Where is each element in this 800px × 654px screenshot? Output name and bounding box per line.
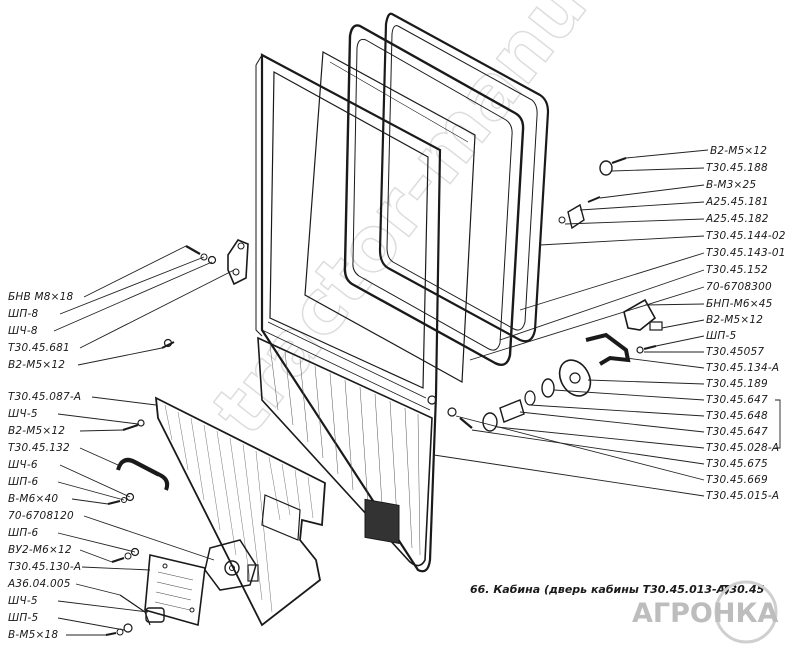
label: Т30.45.144-02 xyxy=(706,230,786,242)
label: ШЧ-6 xyxy=(8,459,38,471)
label: ШП-6 xyxy=(8,476,39,488)
label: В-М3×25 xyxy=(706,179,756,191)
lock-cover-plate xyxy=(144,554,206,627)
label: Т30.45.130-А xyxy=(8,561,81,573)
lower-left-small-parts xyxy=(105,594,165,636)
label: Т30.45.647 xyxy=(706,426,768,438)
label: Т30.45.189 xyxy=(706,378,768,390)
inner-trim-panel xyxy=(154,396,326,627)
hinge-bracket xyxy=(161,239,249,349)
label: Т30.45.675 xyxy=(706,458,768,470)
labels-left-lower: Т30.45.087-А ШЧ-5 В2-М5×12 Т30.45.132 ШЧ… xyxy=(7,391,81,641)
label: БНП-М6×45 xyxy=(706,298,773,310)
label: Т30.45.087-А xyxy=(8,391,81,403)
label: ШП-5 xyxy=(8,612,39,624)
label: ШП-5 xyxy=(706,330,737,342)
label: Т30.45.015-А xyxy=(706,490,779,502)
label: ШЧ-5 xyxy=(8,408,38,420)
label: В2-М5×12 xyxy=(710,145,767,157)
labels-left-upper: БНВ М8×18 ШП-8 ШЧ-8 Т30.45.681 В2-М5×12 xyxy=(8,291,73,371)
label: 70-6708300 xyxy=(706,281,772,293)
label: Т30.45.132 xyxy=(8,442,70,454)
left-lower-screws xyxy=(107,419,145,563)
right-side-parts xyxy=(427,157,663,432)
figure-caption: 66. Кабина (дверь кабины Т30.45.013-А) xyxy=(470,583,730,596)
label: Т30.45.134-А xyxy=(706,362,779,374)
label: В2-М5×12 xyxy=(8,425,65,437)
label: Т30.45.188 xyxy=(706,162,768,174)
labels-right: В2-М5×12 Т30.45.188 В-М3×25 А25.45.181 А… xyxy=(705,145,786,502)
label: В-М5×18 xyxy=(8,629,58,641)
label: А25.45.182 xyxy=(705,213,769,225)
label: ВУ2-М6×12 xyxy=(8,544,72,556)
label: Т30.45.028-А xyxy=(706,442,779,454)
label: ШЧ-8 xyxy=(8,325,38,337)
label: В2-М5×12 xyxy=(8,359,65,371)
label: Т30.45.648 xyxy=(706,410,768,422)
label: Т30.45057 xyxy=(706,346,764,358)
door-frame xyxy=(255,53,442,573)
leader-lines xyxy=(53,149,781,636)
label: Т30.45.647 xyxy=(706,394,768,406)
label: В-М6×40 xyxy=(8,493,58,505)
logo-text: АГРОНКА xyxy=(632,598,779,629)
label: Т30.45.152 xyxy=(706,264,768,276)
glass-pane xyxy=(304,51,476,383)
label: 70-6708120 xyxy=(8,510,74,522)
agronka-logo: АГРОНКА xyxy=(632,580,779,644)
door-lower-panel xyxy=(257,336,433,567)
label: В2-М5×12 xyxy=(706,314,763,326)
inner-handle xyxy=(116,457,170,491)
window-seal-outer xyxy=(378,12,550,343)
label: ШП-6 xyxy=(8,527,39,539)
label: А25.45.181 xyxy=(705,196,769,208)
label: Т30.45.143-01 xyxy=(706,247,786,259)
label: БНВ М8×18 xyxy=(8,291,73,303)
label: Т30.45.669 xyxy=(706,474,768,486)
label: Т30.45.681 xyxy=(8,342,70,354)
label: ШП-8 xyxy=(8,308,39,320)
label: ШЧ-5 xyxy=(8,595,38,607)
window-seal-middle xyxy=(343,24,525,366)
label: А36.04.005 xyxy=(7,578,71,590)
